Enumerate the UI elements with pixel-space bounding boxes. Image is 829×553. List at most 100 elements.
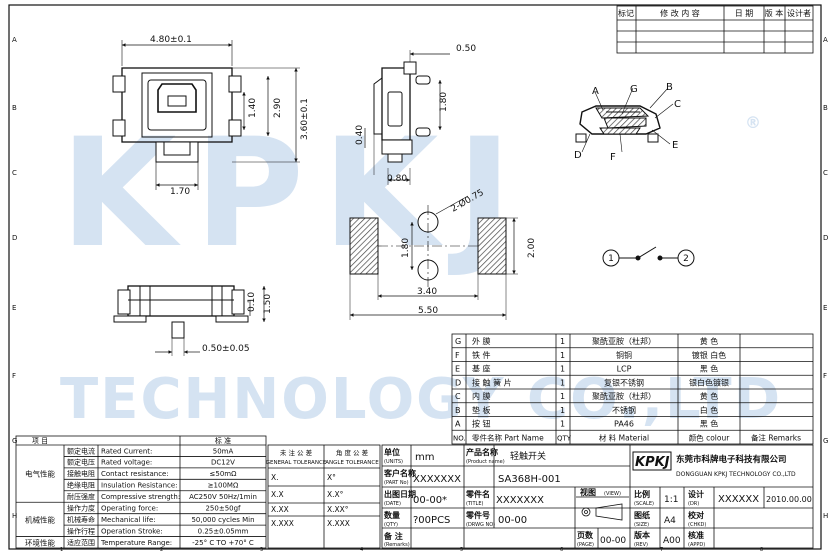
revision-block [616,5,814,54]
spec-param-cn: 额定电压 [67,458,95,467]
spec-param-en: Operation Stroke: [101,527,163,535]
bom-header-colour: 颜色 colour [689,432,731,442]
bom-id: C [455,392,461,401]
bom-id: A [455,420,461,429]
spec-param-cn: 机械寿命 [67,515,95,524]
part-label-b: B [666,82,673,93]
part-label-g: G [630,84,638,95]
bom-id: B [455,406,461,415]
projection-symbol-icon [581,503,623,521]
row-marker-right-b: B [823,104,828,112]
company-logo [632,451,672,471]
dim-top-h3: 3.60±0.1 [300,98,310,140]
col-marker-8: 8 [760,547,763,553]
row-marker-d: D [12,234,17,242]
row-marker-e: E [12,304,16,312]
section-view [575,87,674,153]
tb-page-label: 页数 [577,530,594,540]
tb-qty-label-en: (QTY) [384,522,398,528]
part-label-c: C [674,99,681,110]
watermark: KPKJ ® TECHNOLOGY CO.,LTD [60,107,780,432]
dim-side-bottom: 0.80 [387,174,407,184]
company-name-cn: 东莞市科牌电子科技有限公司 [676,454,787,465]
row-marker-right-c: C [823,169,828,177]
bom-qty: 1 [560,378,565,387]
tol-row-1-b: X° [327,473,336,482]
dim-pad-inner: 3.40 [417,287,437,297]
spec-group-label: 环境性能 [25,537,55,547]
spec-param-std: 50mA [213,447,234,455]
spec-param-std: ≤50mΩ [210,470,238,478]
tol-row-3-a: X.XX [271,505,289,514]
dim-front-bottom: 0.50±0.05 [202,344,250,354]
part-label-f: F [610,152,616,163]
tb-check-label-en: (CHKD) [688,522,706,528]
spec-param-cn: 适应范围 [67,538,95,547]
company-logo-text: KPKJ [635,455,670,470]
dim-top-width: 4.80±0.1 [150,35,192,45]
tb-model-value: SA368H-001 [498,474,561,485]
tol-row-2-a: X.X [271,490,284,499]
spec-param-std: DC12V [211,459,235,467]
spec-header-item: 项 目 [32,437,48,445]
tb-qty-label: 数量 [384,510,400,520]
tb-unit-value: mm [415,452,434,463]
bom-part-name: 按 钮 [472,419,491,429]
tb-scale-value: 1:1 [664,495,678,505]
spec-param-std: ≥100MΩ [208,482,239,490]
rev-header-designer: 设计者 [787,8,811,18]
tb-unit-label: 单位 [384,447,400,457]
bom-part-name: 外 膜 [472,336,491,346]
tb-view-label-en: (VIEW) [604,491,621,497]
tb-size-value: A4 [664,516,676,526]
bom-colour: 银白色镀银 [689,377,729,387]
row-marker-h: H [12,512,17,520]
dim-pad-h1: 1.80 [401,238,411,258]
row-marker-right-e: E [823,304,827,312]
spec-param-en: Compressive strength: [101,493,180,501]
bom-colour: 镀银 白色 [692,350,727,360]
rev-header-date: 日 期 [735,9,754,18]
tb-date-value: 00-00* [413,495,447,506]
dim-side-top: 0.50 [456,44,476,54]
tb-product-value: 轻触开关 [510,450,546,462]
tb-part-name-label: 零件名 [465,489,490,499]
spec-group-label: 机械性能 [25,514,55,524]
tb-qty-value: ?00PCS [413,515,450,526]
col-marker-3: 3 [260,547,263,553]
bom-header-qty: QTY [557,434,572,442]
bom-material: 铜铜 [616,350,632,360]
tb-customer-value: XXXXXXX [413,474,461,485]
tb-customer-label: 客户名称 [383,468,416,478]
spec-param-cn: 额定电流 [67,446,95,455]
bom-id: E [455,365,460,374]
tb-date-label-en: (DATE) [384,501,401,507]
bom-table [451,333,814,445]
top-view [112,40,300,190]
spec-table [15,435,267,549]
tb-remark-label-en: (Remarks) [384,542,410,548]
tb-drawing-no-value: 00-00 [498,515,527,526]
col-marker-4: 4 [360,547,363,553]
spec-param-cn: 操作力度 [67,504,95,513]
tb-design-label-en: (DR) [688,501,699,507]
row-marker-right-h: H [823,512,828,520]
spec-header-std: 标 准 [215,436,231,445]
tb-approve-label: 核准 [688,530,704,540]
spec-param-en: Contact resistance: [101,470,169,478]
spec-param-en: Rated Current: [101,447,152,455]
row-marker-a: A [12,36,17,44]
tb-part-name-label-en: (TITLE) [466,501,483,507]
tol-general-en: GENERAL TOLERANCE [266,460,327,466]
schematic-pin-2: 2 [683,254,689,264]
row-marker-c: C [12,169,17,177]
dim-front-h1: 0.10 [247,292,257,312]
tol-angle-en: ANGLE TOLERANCE [325,460,379,466]
tb-design-label: 设计 [688,489,704,499]
tb-view-label: 视图 [580,487,596,497]
tb-scale-label-en: (SCALE) [634,501,654,507]
front-view [113,285,266,356]
tol-row-4-a: X.XXX [271,519,294,528]
bom-qty: 1 [560,406,565,415]
